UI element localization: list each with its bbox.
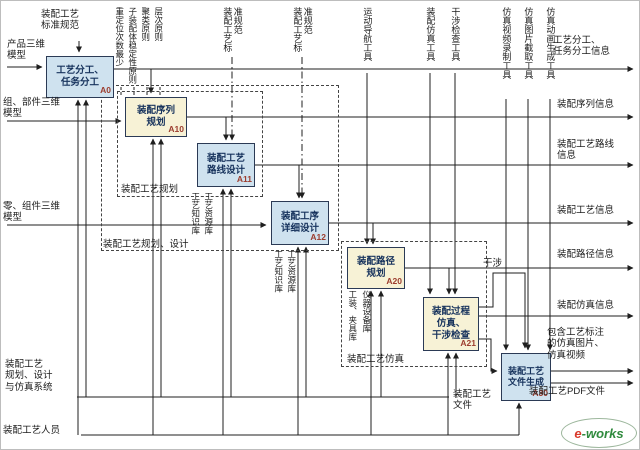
label-subassembly-stability: 子装配体稳定性原则 [127, 7, 138, 84]
eworks-logo-e: e [574, 425, 582, 441]
label-sim-video-tool: 仿真视频录制工具 [501, 7, 512, 79]
label-process-file: 装配工艺 文件 [453, 389, 492, 412]
eworks-logo: e-works [561, 418, 637, 448]
group-simulation-region [341, 241, 487, 367]
label-resource-base-2: 工艺资源库 [286, 250, 297, 293]
label-sim-info: 装配仿真信息 [557, 300, 615, 311]
activity-label: 装配路径 规划 [356, 256, 395, 279]
activity-code: A21 [460, 338, 476, 349]
activity-label: 装配过程 仿真、 干涉检查 [431, 306, 470, 341]
label-route-info: 装配工艺路线 信息 [557, 139, 615, 162]
label-assembly-sim-tool: 装配仿真工具 [425, 7, 436, 61]
label-planning-group: 装配工艺规划 [121, 184, 179, 195]
activity-label: 工艺分工、 任务分工 [56, 65, 104, 88]
label-path-info: 装配路径信息 [557, 249, 615, 260]
activity-label: 装配工艺 路线设计 [206, 153, 245, 176]
label-resource-base-1: 工艺资源库 [203, 192, 214, 235]
activity-code: A20 [386, 276, 402, 287]
eworks-logo-works: -works [581, 425, 624, 441]
label-product-model: 产品三维 模型 [7, 39, 46, 62]
label-clustering-principle: 聚类原则 [140, 7, 151, 41]
label-planning-design-group: 装配工艺规划、设计 [103, 239, 189, 250]
activity-label: 装配工序 详细设计 [280, 211, 319, 234]
activity-box-a0: 工艺分工、 任务分工 A0 [46, 56, 114, 98]
label-pdf-info: 装配工艺PDF文件 [529, 386, 606, 397]
label-min-reorientation: 重定位次数最少 [114, 7, 125, 67]
activity-box-a11: 装配工艺 路线设计 A11 [197, 143, 255, 187]
label-equipment-base: 仪器设备库 [361, 290, 372, 333]
activity-code: A11 [236, 174, 252, 185]
activity-box-a10: 装配序列 规划 A10 [125, 97, 187, 137]
activity-box-a12: 装配工序 详细设计 A12 [271, 201, 329, 245]
label-interference: 干涉 [483, 258, 503, 269]
label-process-info: 装配工艺信息 [557, 205, 615, 216]
group-planning-region [117, 91, 263, 197]
activity-code: A10 [168, 124, 184, 135]
label-task-info: 工艺分工、 任务分工信息 [553, 35, 611, 58]
label-simulation-group: 装配工艺仿真 [347, 354, 405, 365]
activity-box-a21: 装配过程 仿真、 干涉检查 A21 [423, 297, 479, 351]
label-hierarchy-principle: 层次原则 [153, 7, 164, 41]
label-motion-nav-tool: 运动导航工具 [362, 7, 373, 61]
activity-code: A30 [532, 388, 548, 399]
group-planning-design-region [101, 85, 339, 251]
label-component-model: 组、部件三维 模型 [3, 97, 61, 120]
activity-label: 装配序列 规划 [136, 105, 175, 128]
activity-label: 装配工艺 文件生成 [507, 365, 544, 387]
label-fixture-base: 工装、夹具库 [347, 290, 358, 341]
label-sim-animation-tool: 仿真动画生成工具 [545, 7, 556, 79]
label-knowledge-base-2: 工艺知识库 [273, 250, 284, 293]
label-personnel: 装配工艺人员 [3, 425, 61, 436]
label-interference-check-tool: 干涉检查工具 [450, 7, 461, 61]
label-sim-image-tool: 仿真图片截取工具 [523, 7, 534, 79]
activity-code: A0 [100, 85, 111, 96]
label-sequence-info: 装配序列信息 [557, 99, 615, 110]
label-part-model: 零、组件三维 模型 [3, 201, 61, 224]
activity-box-a30: 装配工艺 文件生成 A30 [501, 353, 551, 401]
label-planning-system: 装配工艺 规划、设计 与仿真系统 [5, 359, 53, 393]
label-standard-spec-a12: 装配工艺标准规范 [292, 7, 313, 52]
label-standard-spec-a11: 装配工艺标准规范 [222, 7, 243, 52]
activity-box-a20: 装配路径 规划 A20 [347, 247, 405, 289]
activity-code: A12 [310, 232, 326, 243]
label-media-info: 包含工艺标注 的仿真图片、 仿真视频 [547, 327, 605, 361]
label-standard-spec-a0: 装配工艺 标准规范 [41, 9, 80, 32]
label-knowledge-base-1: 工艺知识库 [190, 192, 201, 235]
